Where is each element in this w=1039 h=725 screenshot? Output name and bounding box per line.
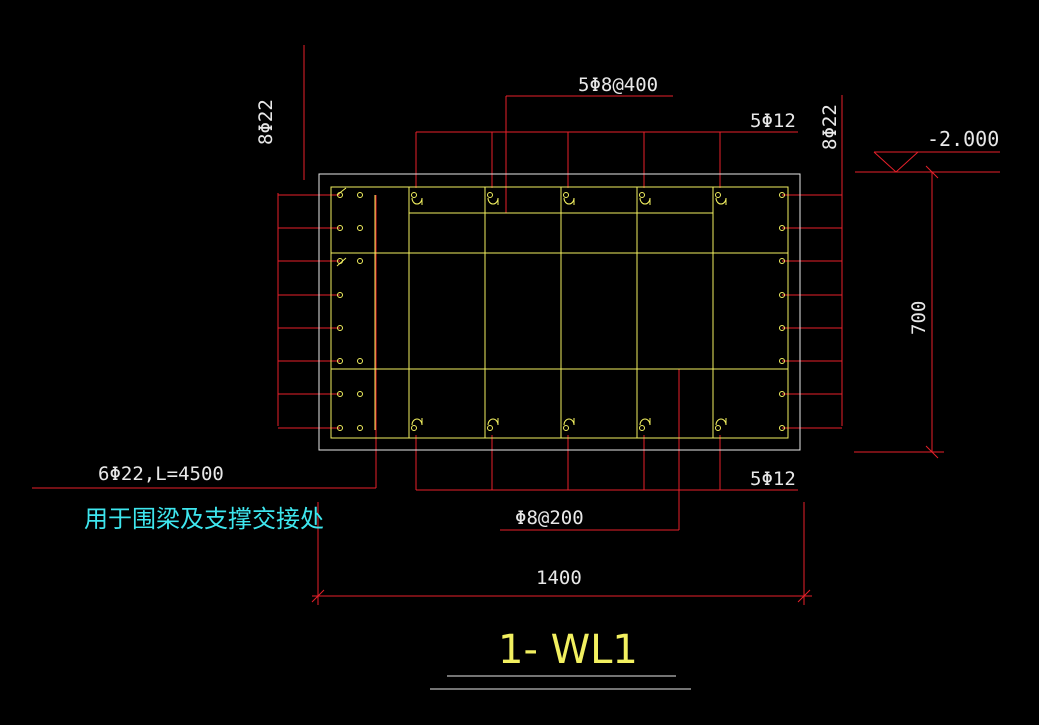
hook xyxy=(639,197,651,205)
red-leader-lines xyxy=(32,45,1000,605)
rebar-dot xyxy=(779,425,785,431)
rebar-dot xyxy=(337,225,343,231)
beam-outline xyxy=(318,173,801,451)
hook xyxy=(715,418,727,426)
rebar-dot xyxy=(337,192,343,198)
rebar-dot xyxy=(357,425,363,431)
left-side-bars-label: 8Φ22 xyxy=(255,99,277,145)
bottom-stirrup-label: Φ8@200 xyxy=(515,507,584,529)
beam-outline xyxy=(318,173,801,690)
top-bars-label: 5Φ12 xyxy=(750,110,796,132)
rebar-dot xyxy=(337,325,343,331)
width-dimension-label: 1400 xyxy=(536,567,582,589)
rebar-dot xyxy=(357,258,363,264)
hook xyxy=(411,197,423,205)
rebar-dot xyxy=(639,192,645,198)
rebar-dot xyxy=(487,192,493,198)
tick xyxy=(311,589,325,603)
right-side-bars-label: 8Φ22 xyxy=(819,104,841,150)
extra-bars-label: 6Φ22,L=4500 xyxy=(98,463,224,485)
tick xyxy=(797,589,811,603)
rebar-cage xyxy=(330,186,789,439)
rebar-dot xyxy=(357,225,363,231)
bottom-bars-label: 5Φ12 xyxy=(750,468,796,490)
usage-note: 用于围梁及支撑交接处 xyxy=(84,505,324,533)
rebar-dot xyxy=(357,358,363,364)
rebar-dot xyxy=(639,425,645,431)
rebar-dot xyxy=(357,391,363,397)
rebar-dot xyxy=(779,292,785,298)
height-dimension-label: 700 xyxy=(908,301,930,335)
hook xyxy=(563,418,575,426)
hook xyxy=(487,418,499,426)
rebar-dot xyxy=(487,425,493,431)
hook xyxy=(336,257,347,267)
rebar-dot xyxy=(715,425,721,431)
rebar-dot xyxy=(563,192,569,198)
hook xyxy=(487,197,499,205)
elevation-marker xyxy=(873,151,920,173)
rebar-dot xyxy=(715,192,721,198)
drawing-title: 1- WL1 xyxy=(498,627,638,673)
outer-stirrup xyxy=(330,186,789,439)
rebar-dot xyxy=(779,225,785,231)
rebar-dot xyxy=(357,192,363,198)
rebar-dot xyxy=(563,425,569,431)
rebar-dot xyxy=(779,391,785,397)
hook xyxy=(411,418,423,426)
rebar-dot xyxy=(337,292,343,298)
hook xyxy=(639,418,651,426)
rebar-dot xyxy=(411,425,417,431)
rebar-dot xyxy=(411,192,417,198)
rebar-dot xyxy=(337,425,343,431)
tick xyxy=(925,445,939,459)
top-stirrup-label: 5Φ8@400 xyxy=(578,74,658,96)
rebar-dot xyxy=(779,192,785,198)
hook xyxy=(563,197,575,205)
rebar-dot xyxy=(337,358,343,364)
tick xyxy=(925,165,939,179)
hook xyxy=(715,197,727,205)
rebar-dot xyxy=(779,358,785,364)
rebar-dot xyxy=(779,258,785,264)
rebar-dot xyxy=(337,391,343,397)
rebar-dot xyxy=(779,325,785,331)
elevation-label: -2.000 xyxy=(927,127,999,151)
hook xyxy=(336,187,347,196)
rebar-dot xyxy=(337,258,343,264)
